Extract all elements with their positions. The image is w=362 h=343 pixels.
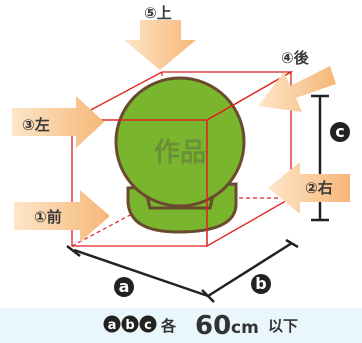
dimension-b-line <box>207 238 299 298</box>
arrow-right-label: ②右 <box>305 179 333 197</box>
arrow-front: ①前 <box>14 190 110 242</box>
arrow-back: ④後 <box>258 49 336 112</box>
dimension-a-badge: a <box>114 277 134 297</box>
note-letter-a: a <box>108 318 117 333</box>
dimension-a-line <box>66 245 215 303</box>
footer-band <box>0 308 362 343</box>
note-size: 60 <box>195 311 231 341</box>
object-label: 作品 <box>154 138 206 168</box>
note-letter-c: c <box>144 318 152 333</box>
arrow-left-label: ③左 <box>22 116 50 134</box>
dimension-a-letter: a <box>119 277 130 296</box>
note-each: 各 <box>160 317 177 335</box>
dimension-b-badge: b <box>251 274 271 294</box>
dimension-c-badge: c <box>330 122 350 142</box>
size-note: a b c 各 60 cm 以下 <box>103 311 298 341</box>
arrow-top-label: ⑤上 <box>144 4 172 22</box>
note-letter-b: b <box>125 318 134 333</box>
artwork-object: 作品 <box>114 76 246 234</box>
dimension-b-letter: b <box>255 274 266 293</box>
arrow-right: ②右 <box>268 162 350 214</box>
arrow-left: ③左 <box>12 96 104 148</box>
arrow-top: ⑤上 <box>124 4 196 70</box>
arrow-back-label: ④後 <box>281 49 310 67</box>
note-limit: 以下 <box>268 317 298 335</box>
arrow-front-label: ①前 <box>34 208 62 226</box>
note-unit: cm <box>231 318 259 338</box>
dimension-c-letter: c <box>335 122 344 141</box>
